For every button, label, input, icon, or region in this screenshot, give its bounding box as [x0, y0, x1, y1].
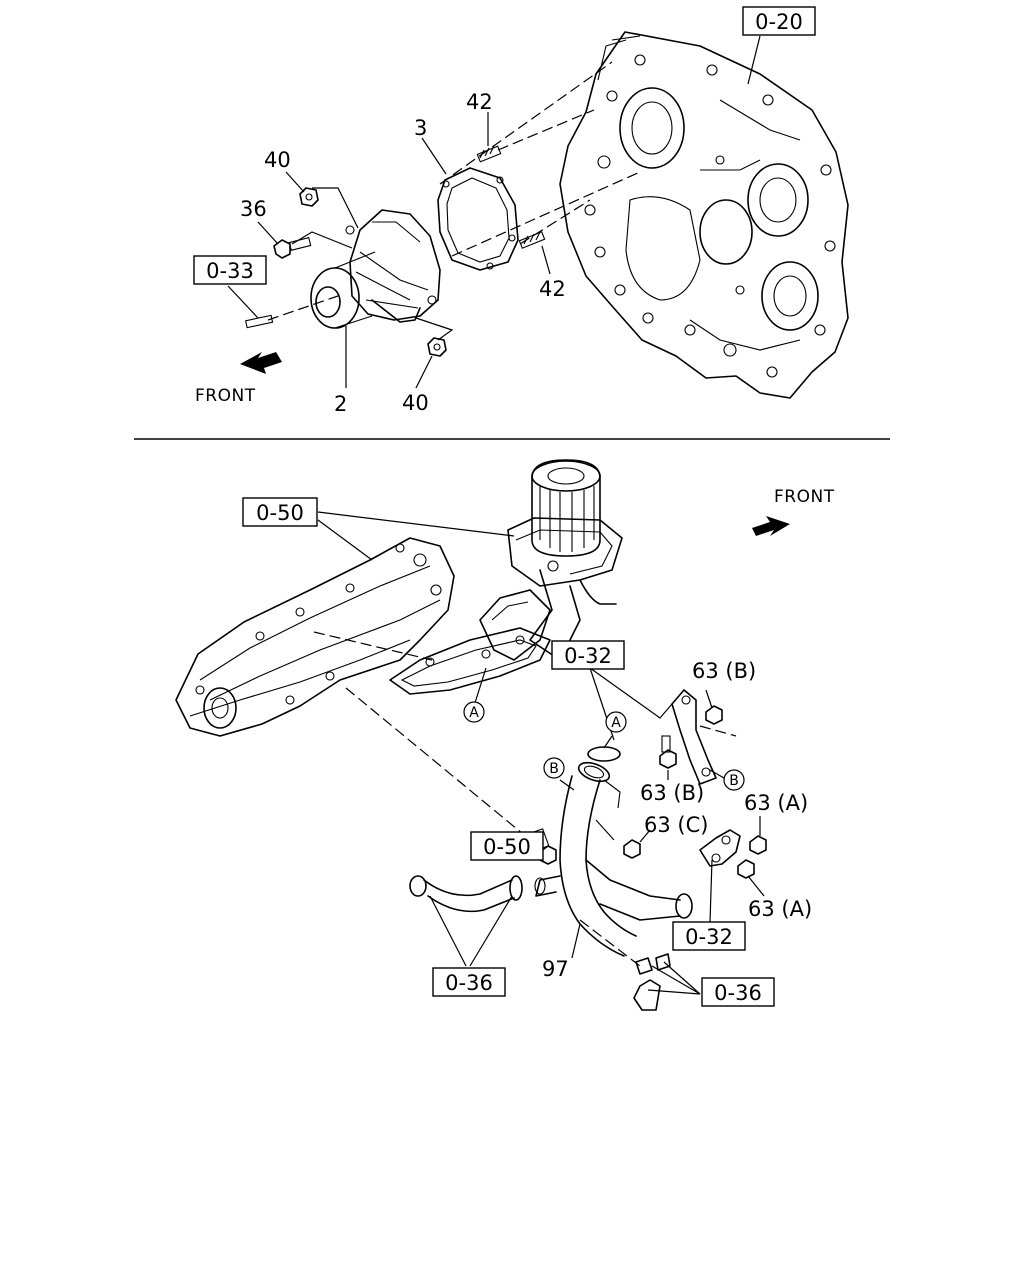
hose-clip-right [633, 953, 671, 1011]
ref-0-50-bottom: 0-50 [483, 835, 531, 859]
marker-a-bottom: A [463, 701, 485, 723]
label-63b-top: 63 (B) [692, 659, 756, 683]
assembly-lines-bottom [313, 631, 737, 967]
stud-42-top [476, 145, 502, 163]
ref-box-0-33 [193, 255, 267, 285]
label-42-top: 42 [466, 90, 493, 114]
bolt-63c [623, 839, 641, 859]
label-36: 36 [240, 197, 267, 221]
hose-left [409, 875, 523, 913]
leader-lines-bottom [317, 511, 765, 995]
bolt-63a-bottom [737, 859, 755, 879]
cooler-adapter [479, 589, 551, 661]
ref-0-32-top: 0-32 [564, 644, 612, 668]
cooler-gasket [389, 627, 551, 695]
stud-0-33 [245, 314, 274, 329]
svg-text:B: B [729, 773, 739, 789]
pipe-bracket-top [671, 689, 717, 785]
ref-0-36-left: 0-36 [445, 971, 493, 995]
label-40-bottom: 40 [402, 391, 429, 415]
bolt-36 [273, 237, 312, 259]
nut-40-bottom [427, 337, 447, 357]
assembly-lines-top [267, 61, 641, 321]
stud-42-bottom [518, 231, 546, 249]
bolt-63b-top [705, 705, 723, 725]
label-63b-mid: 63 (B) [640, 781, 704, 805]
ref-box-0-32-top [551, 640, 625, 670]
svg-text:A: A [469, 705, 479, 721]
ref-box-0-20 [742, 6, 816, 36]
ref-0-32-bottom: 0-32 [685, 925, 733, 949]
timing-gear-case [559, 31, 849, 399]
label-front-top: FRONT [195, 386, 256, 406]
label-3: 3 [414, 116, 427, 140]
ref-0-50-top: 0-50 [256, 501, 304, 525]
ref-0-33: 0-33 [206, 259, 254, 283]
leader-lines-top [227, 35, 761, 389]
ref-box-0-36-left [432, 967, 506, 997]
label-63a-bottom: 63 (A) [748, 897, 812, 921]
marker-b-left: B [543, 757, 565, 779]
ref-box-0-50-bottom [470, 831, 544, 861]
marker-b-right: B [723, 769, 745, 791]
o-ring [587, 746, 621, 762]
svg-text:A: A [611, 715, 621, 731]
label-front-bottom: FRONT [774, 487, 835, 507]
ref-0-36-right: 0-36 [714, 981, 762, 1005]
marker-a-top: A [605, 711, 627, 733]
label-2: 2 [334, 392, 347, 416]
ref-box-0-50-top [242, 497, 318, 527]
oil-cooler [175, 537, 455, 737]
water-pump [310, 209, 441, 329]
gasket [437, 167, 519, 271]
label-63c: 63 (C) [644, 813, 708, 837]
oil-filter [531, 459, 601, 557]
label-63a-top: 63 (A) [744, 791, 808, 815]
bolt-63b-mid [659, 735, 677, 769]
front-arrow-bottom [752, 516, 790, 536]
label-42-bottom: 42 [539, 277, 566, 301]
oil-pipe [534, 761, 693, 957]
nut-40-top [299, 187, 319, 207]
ref-box-0-36-right [701, 977, 775, 1007]
bolt-63a-top [749, 835, 767, 855]
label-97: 97 [542, 957, 569, 981]
front-arrow-top [240, 352, 282, 374]
svg-text:B: B [549, 761, 559, 777]
oil-filter-housing [507, 517, 623, 661]
ref-box-0-32-bottom [672, 921, 746, 951]
ref-0-20: 0-20 [755, 10, 803, 34]
label-40-top: 40 [264, 148, 291, 172]
